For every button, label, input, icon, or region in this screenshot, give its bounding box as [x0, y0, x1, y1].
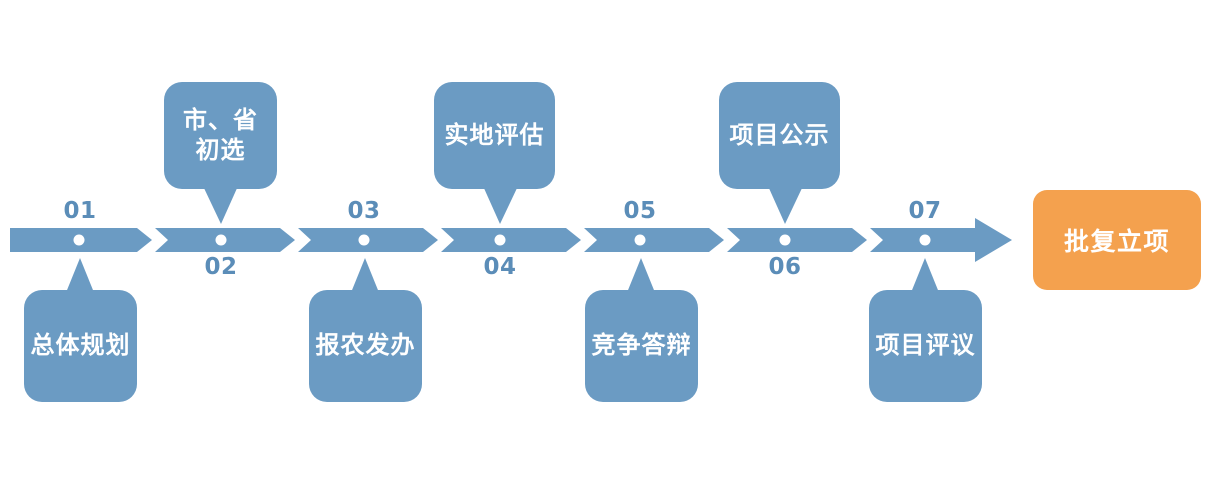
step-bubble-1[interactable]: 总体规划: [24, 290, 137, 402]
bubble-tail-step-4: [483, 186, 518, 224]
terminal-box-label: 批复立项: [1063, 228, 1170, 256]
step-marker-dot-4: [494, 234, 506, 246]
step-marker-dot-2: [215, 234, 227, 246]
step-bubble-label-1: 总体规划: [30, 332, 131, 359]
bubble-tail-step-1: [63, 258, 97, 300]
step-number-6: 06: [768, 254, 802, 280]
arrow-segment-6: [727, 228, 867, 252]
step-bubble-4[interactable]: 实地评估: [434, 82, 555, 189]
step-bubble-label-2: 市、省 初选: [183, 106, 258, 164]
bubble-tail-step-5: [624, 258, 658, 300]
step-number-3: 03: [347, 198, 381, 224]
step-number-4: 04: [483, 254, 517, 280]
bubble-tail-step-6: [768, 186, 803, 224]
bubble-tail-step-2: [203, 186, 238, 224]
step-number-5: 05: [623, 198, 657, 224]
step-number-2: 02: [204, 254, 238, 280]
bubble-tail-step-3: [348, 258, 382, 300]
step-bubble-label-3: 报农发办: [315, 332, 416, 359]
arrow-segment-7-head: [870, 218, 1012, 262]
step-bubble-label-5: 竞争答辩: [591, 332, 692, 359]
bubble-tail-step-7: [908, 258, 942, 300]
step-number-7: 07: [908, 198, 942, 224]
step-bubble-5[interactable]: 竞争答辩: [585, 290, 698, 402]
step-marker-dot-7: [919, 234, 931, 246]
terminal-box[interactable]: 批复立项: [1033, 190, 1201, 290]
step-bubble-label-4: 实地评估: [444, 121, 545, 149]
step-bubble-label-6: 项目公示: [729, 121, 830, 149]
step-marker-dot-3: [358, 234, 370, 246]
step-marker-dot-6: [779, 234, 791, 246]
step-bubble-6[interactable]: 项目公示: [719, 82, 840, 189]
step-marker-dot-1: [73, 234, 85, 246]
step-bubble-3[interactable]: 报农发办: [309, 290, 422, 402]
arrow-segment-5: [584, 228, 724, 252]
arrow-segment-4: [441, 228, 581, 252]
step-bubble-2[interactable]: 市、省 初选: [164, 82, 277, 189]
step-bubble-7[interactable]: 项目评议: [869, 290, 982, 402]
step-marker-dot-5: [634, 234, 646, 246]
step-bubble-label-7: 项目评议: [875, 332, 976, 359]
timeline-arrow: [10, 218, 1012, 262]
step-number-1: 01: [63, 198, 97, 224]
